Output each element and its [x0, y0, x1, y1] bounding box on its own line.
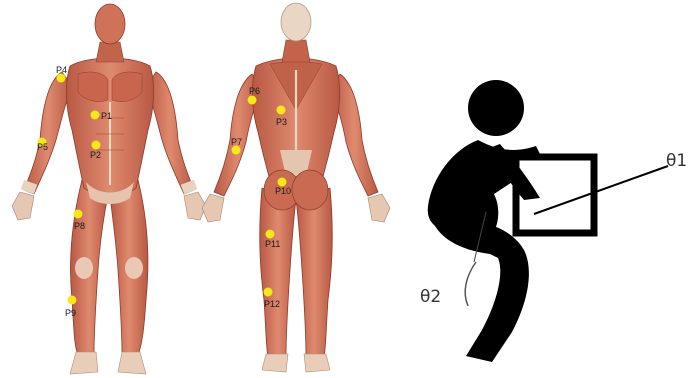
point-label: P12 — [264, 299, 280, 309]
pictogram-head — [468, 80, 524, 136]
point-label: P5 — [37, 142, 48, 152]
point-label: P4 — [56, 65, 67, 75]
angle-label-2: θ2 — [420, 287, 441, 307]
point-label: P10 — [275, 186, 291, 196]
point-label: P8 — [74, 221, 85, 231]
point-label: P11 — [265, 239, 280, 249]
anterior-body-figure — [12, 4, 206, 374]
angle-arc-2 — [465, 262, 476, 306]
point-label: P9 — [65, 308, 76, 318]
posterior-body-figure — [202, 3, 390, 372]
point-label: P2 — [90, 150, 101, 160]
lifting-pictogram: θ1 θ2 — [420, 80, 687, 362]
point-label: P6 — [249, 86, 260, 96]
point-label: P3 — [276, 117, 287, 127]
point-label: P1 — [101, 111, 112, 121]
point-label: P7 — [231, 137, 242, 147]
angle-label-1: θ1 — [666, 151, 687, 171]
